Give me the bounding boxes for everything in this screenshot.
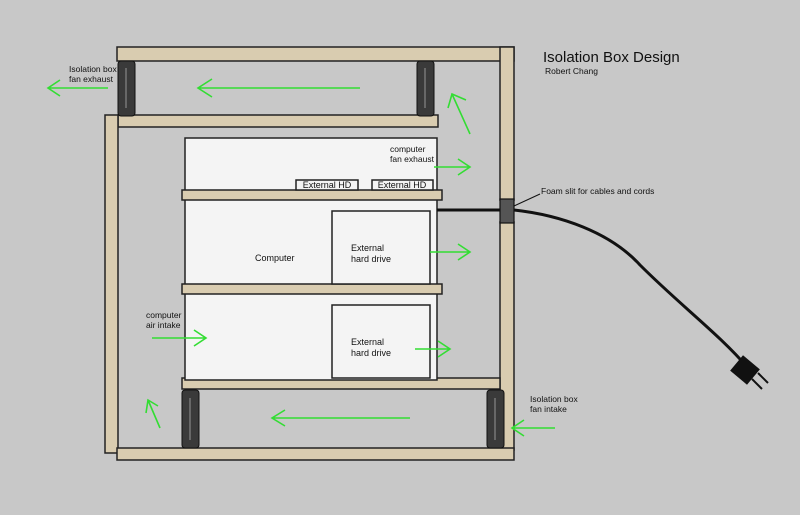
airflow-arrow-icon bbox=[152, 329, 208, 347]
airflow-arrow-icon bbox=[430, 243, 472, 261]
box-intake-line2: fan intake bbox=[530, 404, 567, 414]
ext-drive-bottom-line1: External bbox=[351, 337, 384, 347]
external-hd-2-label: External HD bbox=[378, 180, 427, 190]
box-exhaust-line1: Isolation box bbox=[69, 64, 117, 74]
airflow-arrow-icon bbox=[447, 92, 471, 135]
external-hard-drive-bottom bbox=[331, 304, 431, 379]
shelf-lower bbox=[181, 283, 443, 295]
fan-icon bbox=[486, 389, 505, 449]
external-hd-box-2 bbox=[371, 179, 434, 191]
bottom-board-outer bbox=[116, 447, 515, 461]
airflow-arrow-icon bbox=[196, 78, 360, 98]
box-intake-line1: Isolation box bbox=[530, 394, 578, 404]
airflow-arrow-icon bbox=[270, 409, 410, 427]
computer-label: Computer bbox=[255, 253, 295, 263]
airflow-arrow-icon bbox=[434, 158, 472, 176]
diagram-author: Robert Chang bbox=[545, 66, 598, 76]
ext-drive-top-line1: External bbox=[351, 243, 384, 253]
external-hd-1-label: External HD bbox=[303, 180, 352, 190]
external-hd-box-1 bbox=[295, 179, 359, 191]
shelf-upper bbox=[181, 189, 443, 201]
power-cord bbox=[513, 208, 750, 369]
foam-slit-label: Foam slit for cables and cords bbox=[541, 186, 654, 196]
ext-drive-bottom-line2: hard drive bbox=[351, 348, 391, 358]
box-exhaust-line2: fan exhaust bbox=[69, 74, 114, 84]
power-plug-icon bbox=[730, 355, 769, 390]
computer-exhaust-line1: computer bbox=[390, 144, 426, 154]
foam-slit bbox=[499, 198, 515, 224]
right-board-upper bbox=[499, 46, 515, 201]
computer-intake-line1: computer bbox=[146, 310, 182, 320]
fan-icon bbox=[181, 389, 200, 449]
top-board-outer bbox=[116, 46, 515, 62]
ext-drive-top-line2: hard drive bbox=[351, 254, 391, 264]
airflow-arrow-icon bbox=[415, 340, 452, 358]
top-board-inner bbox=[117, 114, 439, 128]
computer-intake-line2: air intake bbox=[146, 320, 181, 330]
external-hard-drive-top bbox=[331, 210, 431, 285]
airflow-arrow-icon bbox=[46, 79, 108, 97]
computer-exhaust-line2: fan exhaust bbox=[390, 154, 435, 164]
diagram-title: Isolation Box Design bbox=[543, 49, 680, 66]
fan-icon bbox=[117, 60, 136, 117]
airflow-arrow-icon bbox=[145, 398, 161, 429]
left-board bbox=[104, 114, 119, 454]
airflow-arrow-icon bbox=[510, 419, 555, 437]
fan-icon bbox=[416, 60, 435, 117]
foam-slit-pointer bbox=[513, 193, 541, 207]
